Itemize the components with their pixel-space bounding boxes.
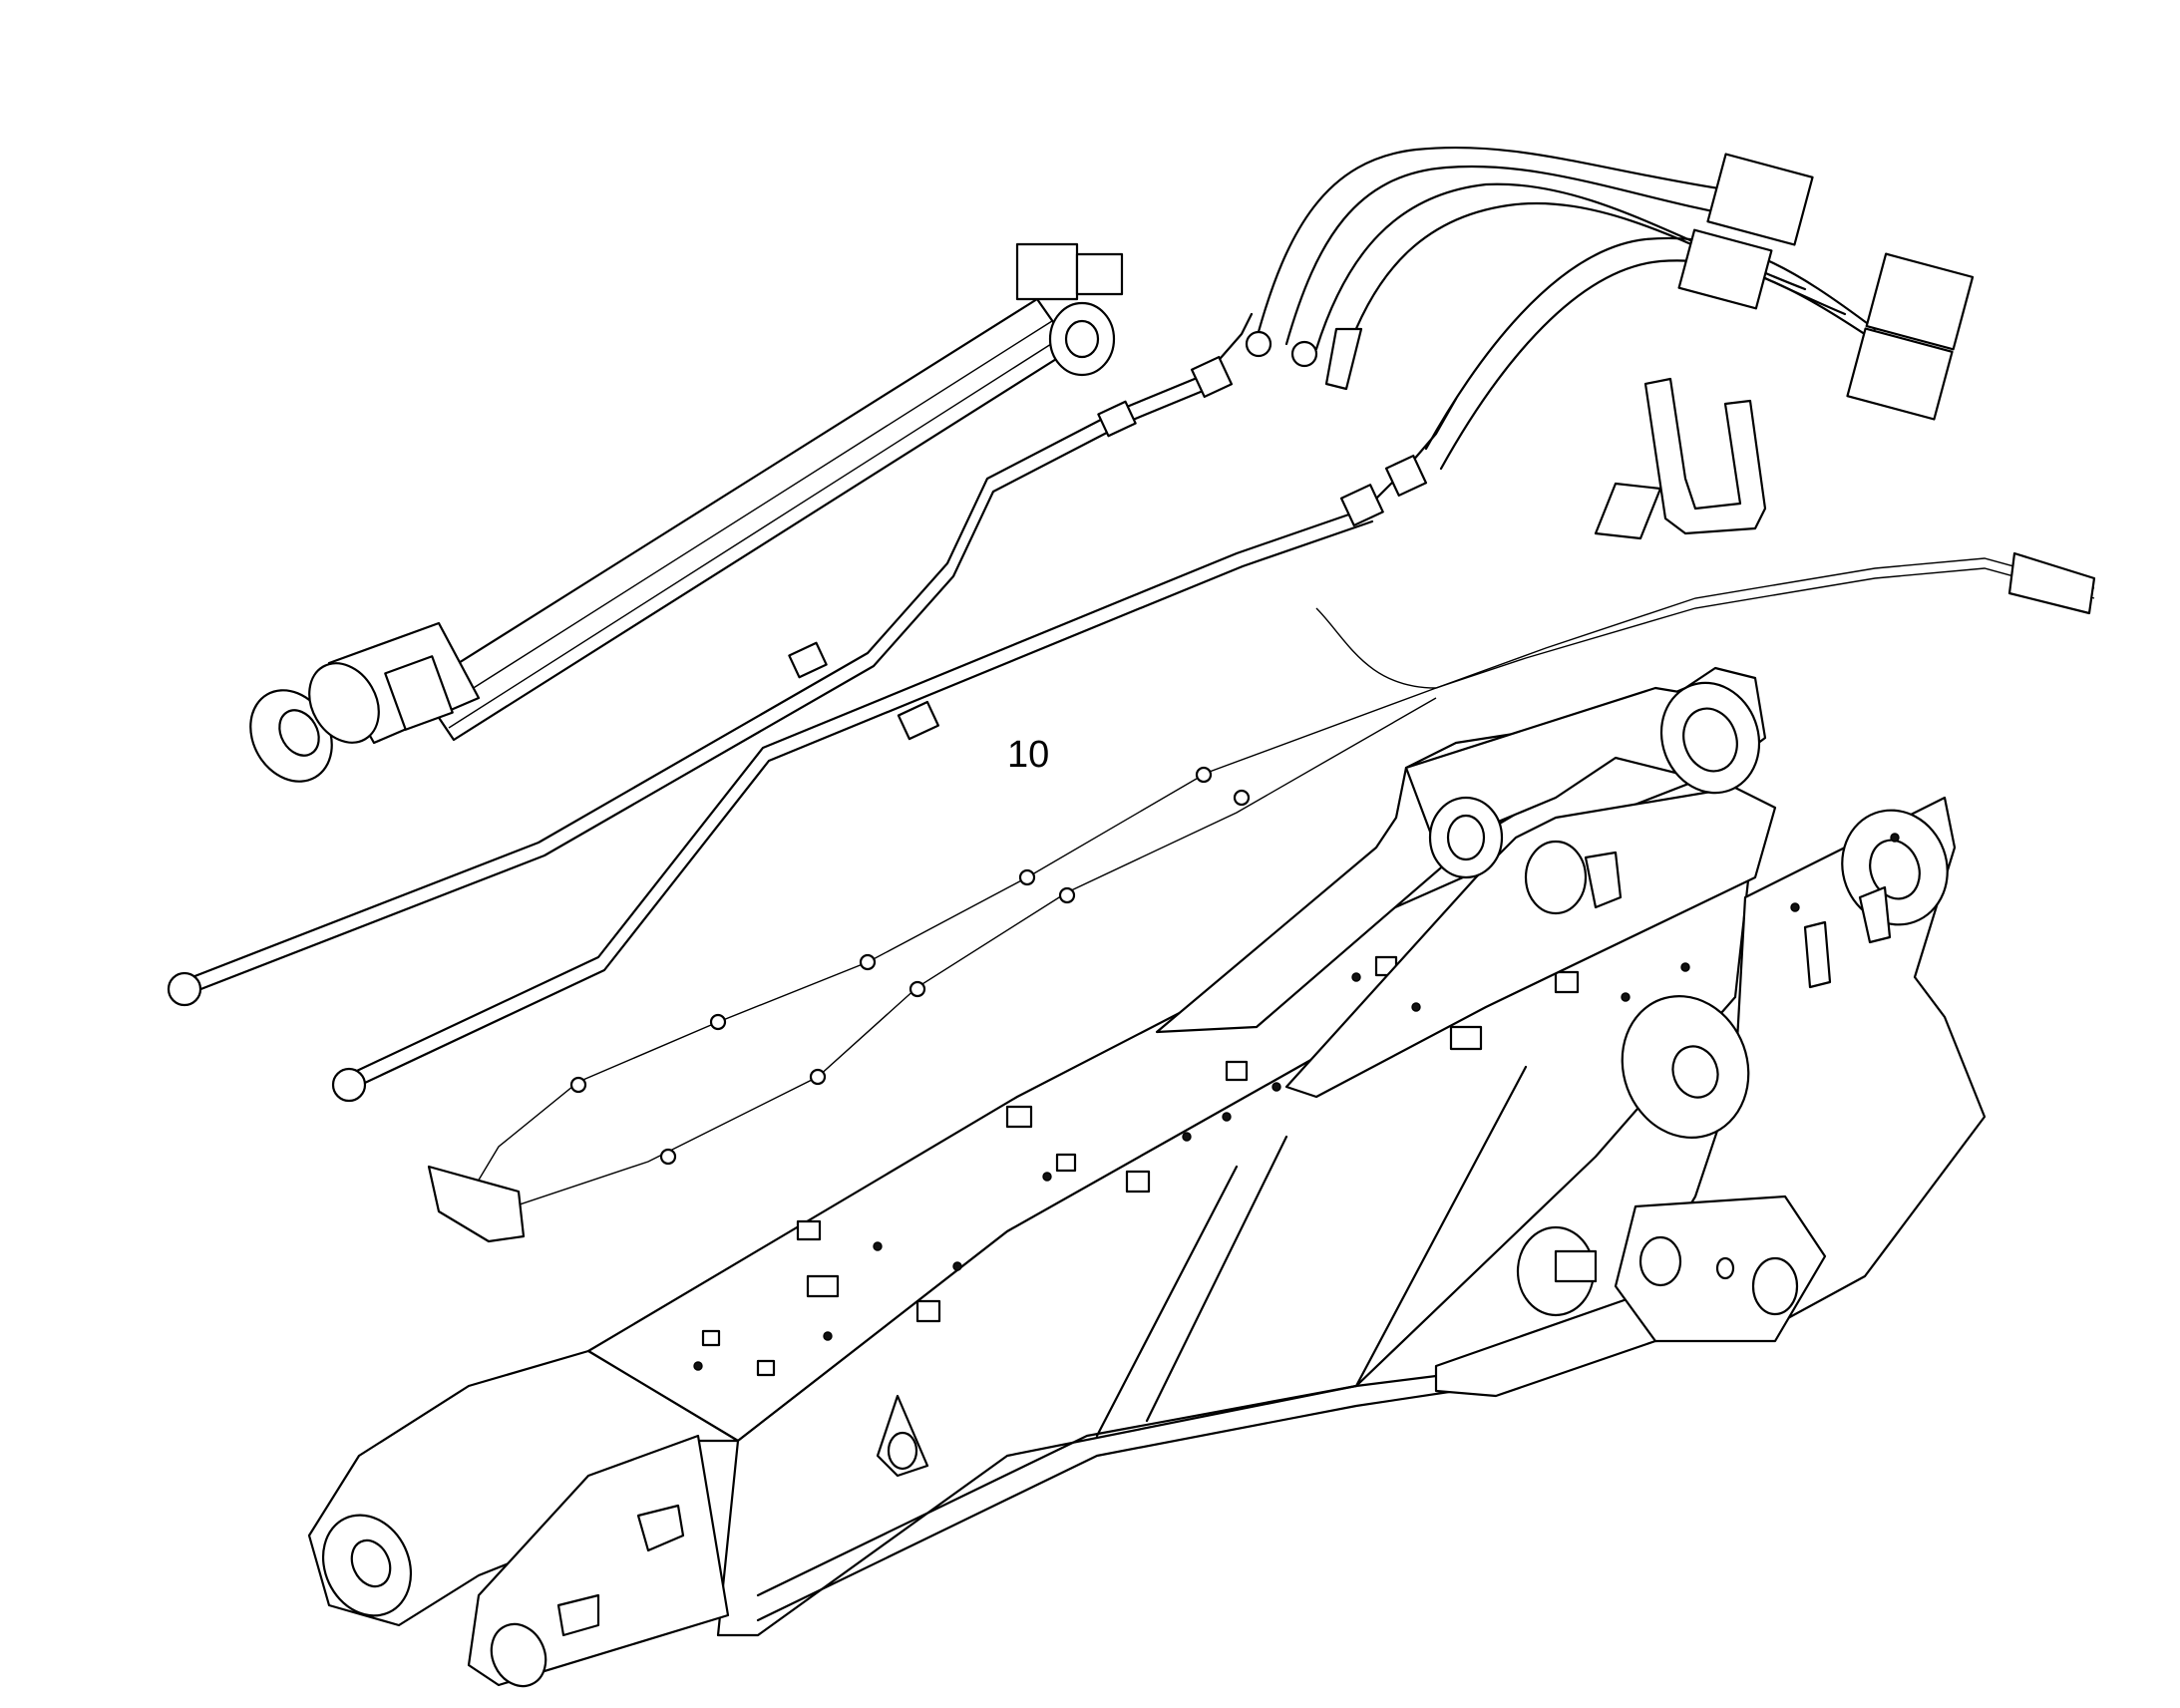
hydraulic-tube-lower [331,397,1458,1103]
hydraulic-cylinder [249,242,1124,783]
u-bracket [1594,377,1767,540]
hose-bundle [1245,146,1975,471]
boom-head [1155,666,1987,1398]
hydraulic-tube-upper [167,312,1254,1007]
fasteners [693,833,1900,1371]
callout-label: 10 [1007,734,1050,776]
electrical-harness [427,551,2096,1243]
